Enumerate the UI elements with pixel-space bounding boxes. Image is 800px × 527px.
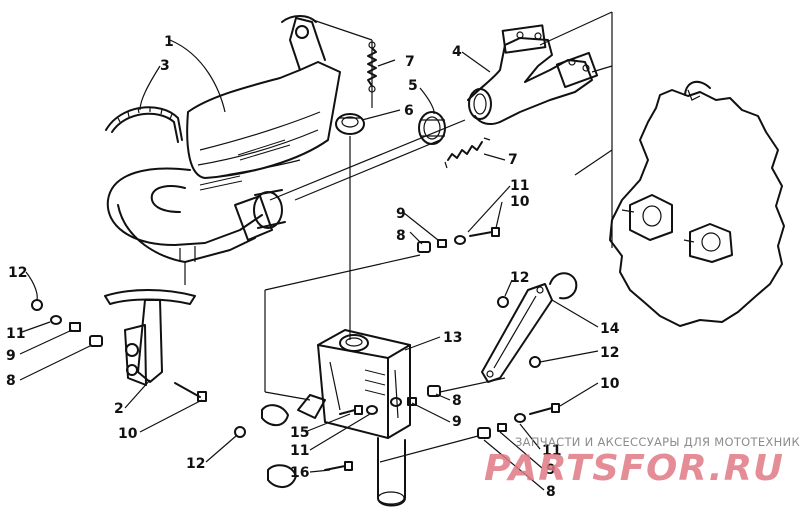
watermark-tagline: ЗАПЧАСТИ И АКСЕССУАРЫ ДЛЯ МОТОТЕХНИКИ — [515, 435, 800, 449]
callout-numbers: 1 3 7 4 5 6 7 11 9 10 8 12 12 11 14 9 13… — [6, 34, 620, 500]
callout-10-right: 10 — [600, 376, 620, 392]
engine-outline — [609, 80, 785, 327]
callout-12-top-right: 12 — [510, 270, 529, 286]
callout-8-top: 8 — [396, 228, 406, 244]
silencer-box — [297, 329, 411, 507]
callout-10-top: 10 — [510, 194, 530, 210]
watermark-brand-logo: PARTSFOR.RU — [484, 448, 784, 489]
callout-11-mid: 11 — [290, 443, 309, 459]
callout-12-mid-right: 12 — [600, 345, 619, 361]
callout-8-left: 8 — [6, 373, 16, 389]
callout-10-left: 10 — [118, 426, 138, 442]
callout-4: 4 — [452, 44, 462, 60]
callout-9-left: 9 — [6, 348, 16, 364]
callout-11-top: 11 — [510, 178, 529, 194]
callout-11-left: 11 — [6, 326, 25, 342]
callout-7-upper: 7 — [405, 54, 415, 70]
callout-8-bottom-right: 8 — [546, 484, 556, 500]
bracket-arm — [481, 272, 578, 383]
callout-3: 3 — [160, 58, 170, 74]
callout-5: 5 — [408, 78, 418, 94]
callout-8-mid: 8 — [452, 393, 462, 409]
y-manifold — [467, 24, 599, 125]
mounting-bracket — [104, 289, 196, 386]
callout-7-lower: 7 — [508, 152, 518, 168]
expansion-chamber — [106, 15, 341, 263]
callout-14: 14 — [600, 321, 620, 337]
callout-2: 2 — [114, 401, 124, 417]
guide-lines — [184, 11, 613, 401]
watermark: ЗАПЧАСТИ И АКСЕССУАРЫ ДЛЯ МОТОТЕХНИКИ PA… — [484, 435, 800, 489]
callout-11-bottom-right: 11 — [542, 443, 561, 459]
hardware — [31, 227, 560, 488]
gasket-ring — [418, 111, 446, 145]
callout-9-top: 9 — [396, 206, 406, 222]
seal-ring — [335, 113, 365, 135]
callout-16: 16 — [290, 465, 309, 481]
leader-lines — [19, 39, 599, 491]
callout-9-bottom-right: 9 — [546, 462, 556, 478]
callout-12-left: 12 — [8, 265, 27, 281]
callout-9-mid: 9 — [452, 414, 462, 430]
callout-15: 15 — [290, 425, 309, 441]
callout-13: 13 — [443, 330, 462, 346]
clamp-band — [105, 106, 183, 143]
callout-12-bottom: 12 — [186, 456, 205, 472]
callout-6: 6 — [404, 103, 414, 119]
spring-lower — [444, 137, 491, 169]
callout-1: 1 — [164, 34, 174, 50]
